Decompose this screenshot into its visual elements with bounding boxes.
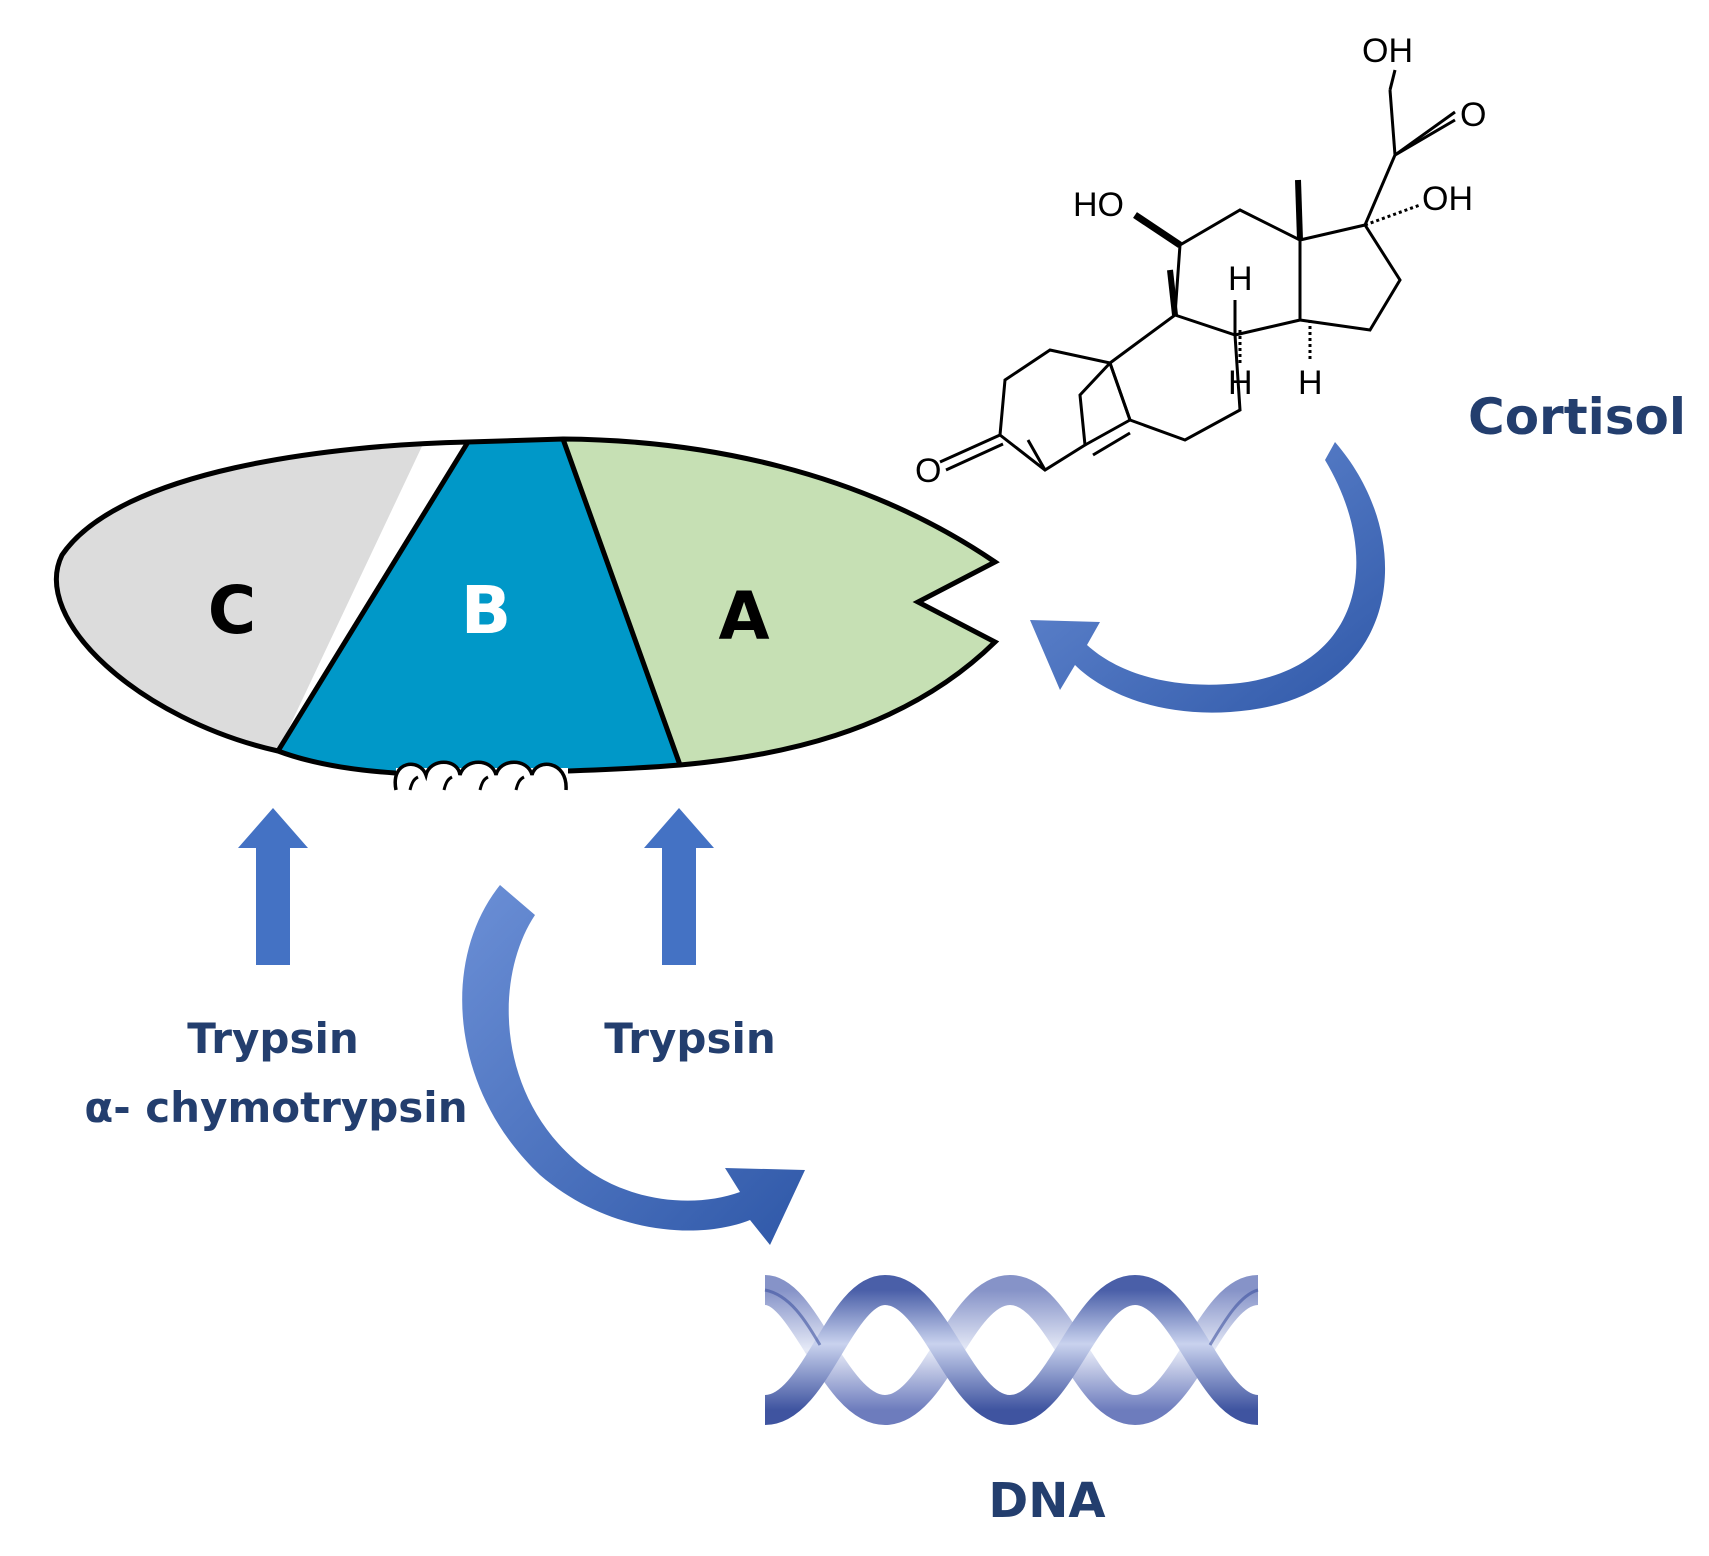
domain-c-label: C: [208, 572, 256, 649]
border-c-b: [275, 440, 471, 753]
atom-h-top: H: [1228, 260, 1253, 298]
enzyme-right: Trypsin: [604, 1014, 776, 1063]
domain-a-label: A: [718, 578, 769, 655]
atom-oh-left: HO: [1073, 186, 1124, 224]
domain-a-region: [563, 439, 995, 765]
dna-binding-bumps: [393, 760, 568, 794]
atom-h-right: H: [1298, 364, 1323, 402]
cortisol-label: Cortisol: [1468, 388, 1686, 446]
dna-helix: [762, 1274, 1261, 1426]
curved-arrow-receptor-to-dna: [462, 885, 805, 1245]
enzyme-left-line2: α- chymotrypsin: [84, 1083, 467, 1132]
atom-oh-top: OH: [1362, 32, 1413, 70]
atom-ketone-o: O: [915, 452, 941, 490]
atom-h-left: H: [1228, 364, 1253, 402]
border-b-a: [560, 438, 683, 766]
atom-oh-right: OH: [1422, 180, 1473, 218]
enzyme-left-line1: Trypsin: [187, 1014, 359, 1063]
dna-label: DNA: [988, 1473, 1105, 1529]
domain-c-region: [56, 442, 468, 751]
cortisol-structure: OH O HO OH O H H H: [915, 32, 1486, 490]
receptor: C B A: [54, 436, 1000, 794]
arrow-left-up: [238, 808, 308, 965]
arrow-right-up: [644, 808, 714, 965]
atom-side-o: O: [1460, 96, 1486, 134]
curved-arrow-cortisol-to-receptor: [1030, 442, 1386, 713]
domain-b-region: [278, 439, 680, 774]
domain-b-label: B: [461, 572, 511, 649]
